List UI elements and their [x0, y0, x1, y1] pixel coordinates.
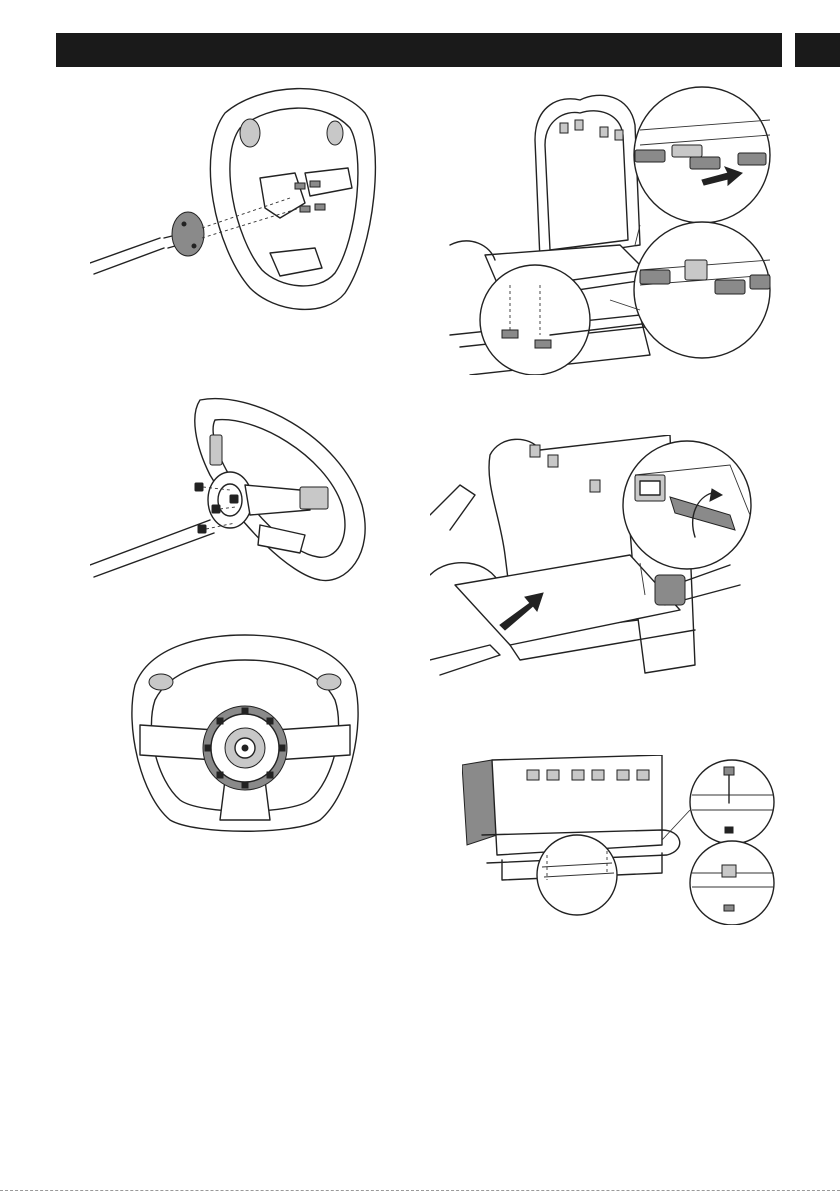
- seat-rail-detail-diagram-icon: [440, 85, 840, 375]
- figure-steering-wheel-shaft-nuts: [90, 395, 380, 585]
- page-bottom-rule: [0, 1190, 840, 1191]
- figure-seat-frame-bolts: [462, 755, 840, 925]
- page-tab-marker: [795, 33, 840, 67]
- seat-lever-arrow-diagram-icon: [430, 435, 840, 690]
- figure-steering-wheel-mounting-plate: [90, 78, 380, 318]
- steering-wheel-bolts-diagram-icon: [90, 78, 380, 318]
- section-header-bar: [56, 33, 782, 67]
- steering-wheel-hub-diagram-icon: [125, 630, 365, 835]
- figure-seat-slider-brackets: [440, 85, 840, 375]
- seat-frame-bolt-detail-diagram-icon: [462, 755, 840, 925]
- steering-wheel-nuts-diagram-icon: [90, 395, 380, 585]
- figure-seat-slide-forward: [430, 435, 840, 690]
- figure-steering-wheel-front-view: [125, 630, 365, 835]
